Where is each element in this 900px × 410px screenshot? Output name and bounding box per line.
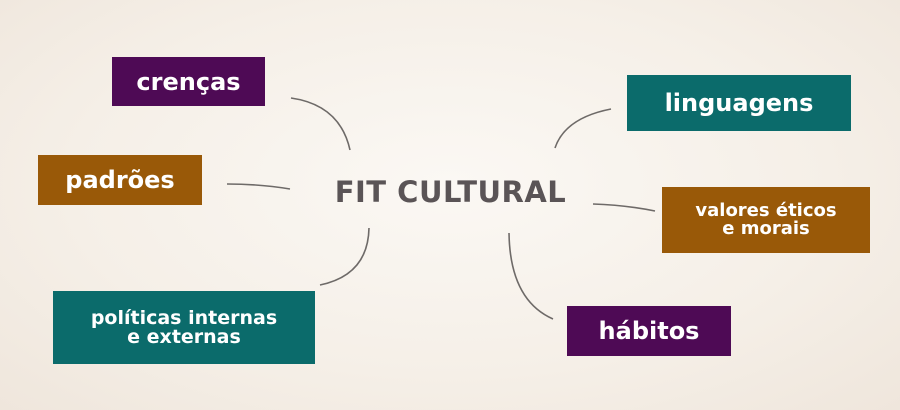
connector-valores — [592, 203, 656, 212]
node-politicas: políticas internas e externas — [53, 291, 315, 364]
node-padroes: padrões — [38, 155, 202, 205]
node-label: hábitos — [598, 317, 700, 345]
node-label-line1: políticas internas — [90, 306, 278, 329]
node-label-line2: e externas — [127, 325, 241, 348]
node-valores: valores éticos e morais — [662, 187, 870, 253]
node-habitos: hábitos — [567, 306, 731, 356]
node-label: crenças — [136, 67, 241, 96]
center-title: FIT CULTURAL — [334, 175, 567, 209]
node-label: linguagens — [664, 89, 814, 117]
node-crencas: crenças — [112, 57, 265, 106]
connector-crencas — [290, 97, 351, 151]
connector-politicas — [319, 227, 370, 286]
connector-linguagens — [554, 108, 612, 149]
node-label-line1: valores éticos — [695, 200, 837, 221]
node-label-line2: e morais — [722, 218, 810, 239]
connector-padroes — [226, 183, 291, 190]
connector-habitos — [508, 232, 554, 320]
node-label: padrões — [65, 166, 175, 194]
node-linguagens: linguagens — [627, 75, 851, 131]
